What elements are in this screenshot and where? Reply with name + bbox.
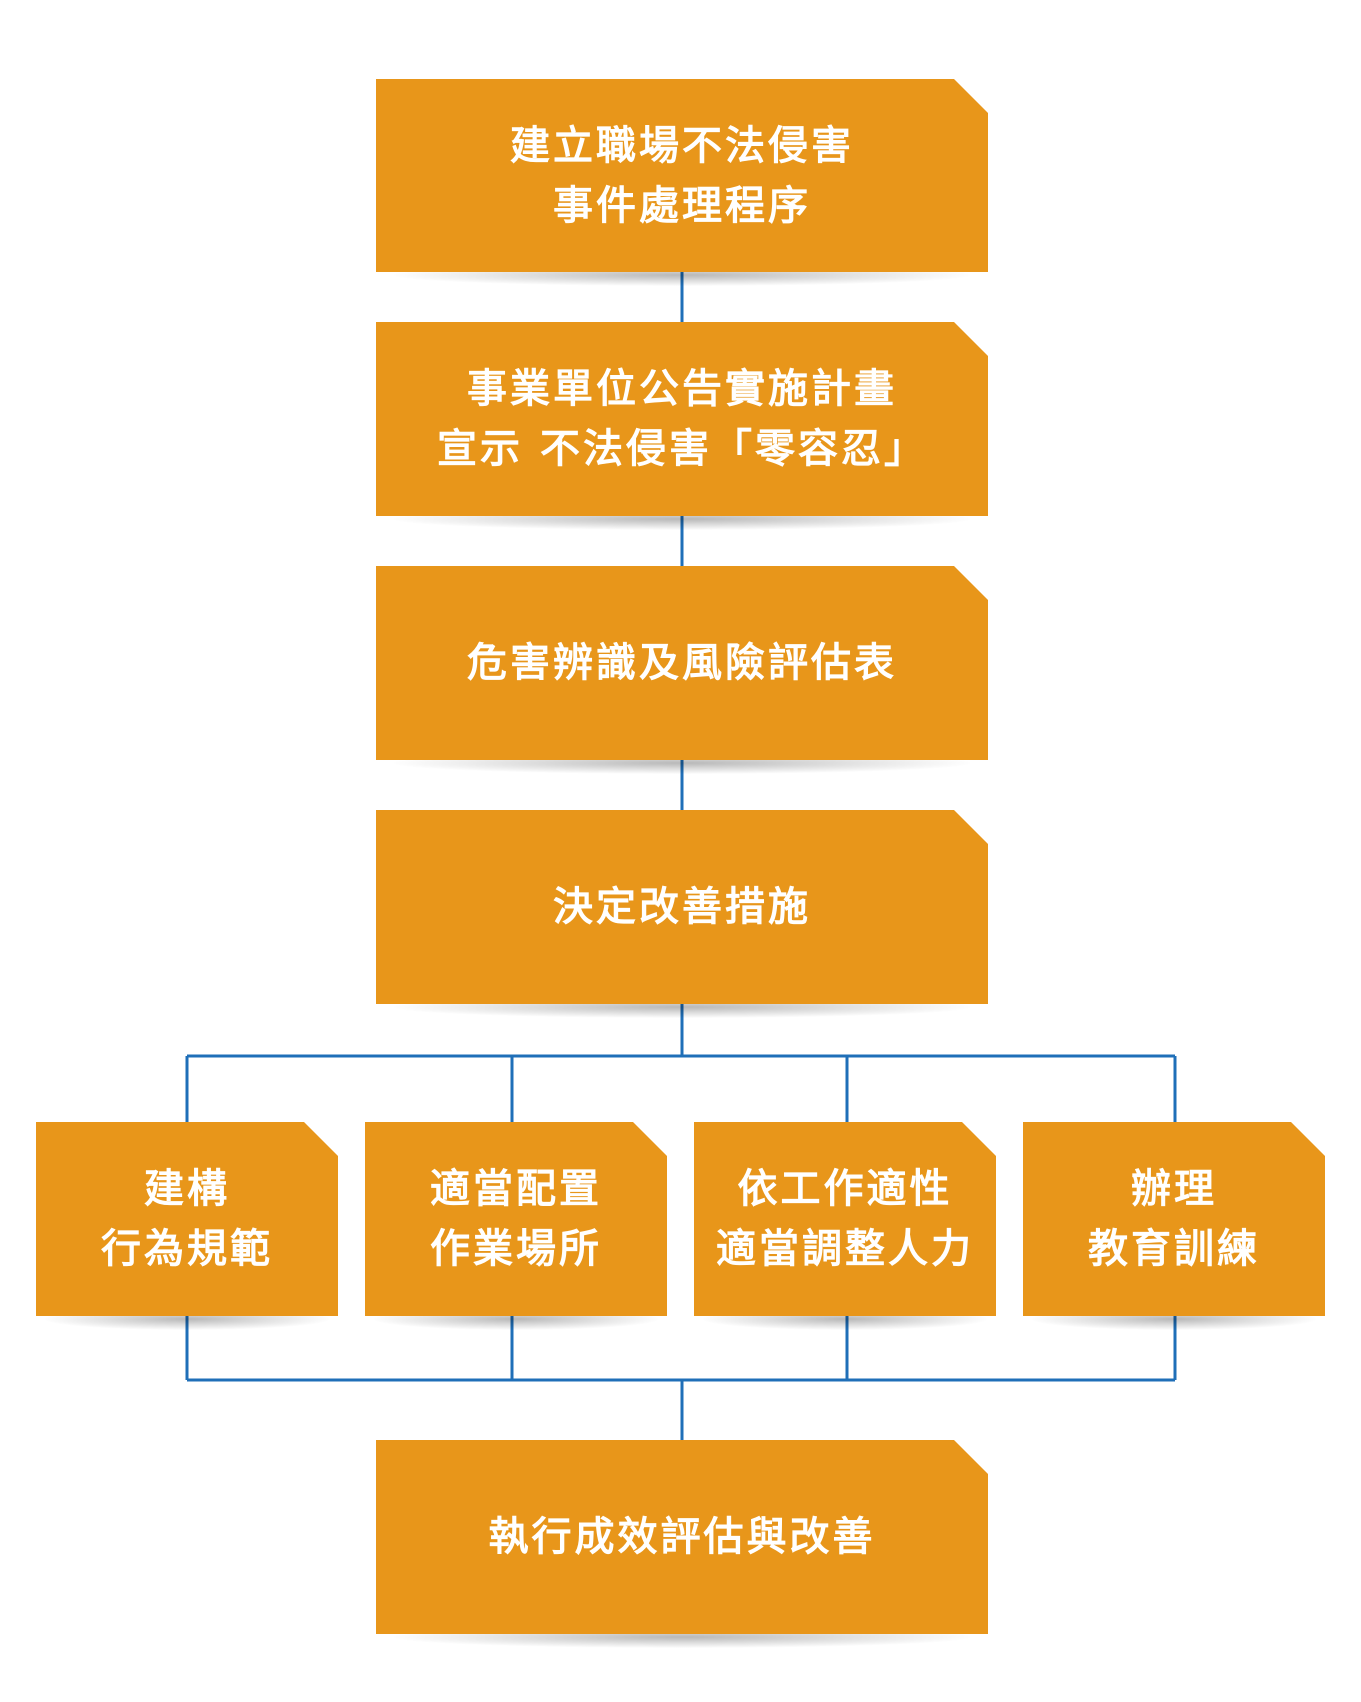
step-4-line-1: 決定改善措施 [553,884,811,930]
measure-4-box: 辦理 教育訓練 [1023,1122,1325,1316]
measure-1-node: 建構 行為規範 [36,1122,338,1330]
measure-3-node: 依工作適性 適當調整人力 [694,1122,996,1330]
step-4-node: 決定改善措施 [376,810,988,1018]
step-2-box: 事業單位公告實施計畫 宣示 不法侵害「零容忍」 [376,322,988,516]
measure-2-node: 適當配置 作業場所 [365,1122,667,1330]
final-node: 執行成效評估與改善 [376,1440,988,1648]
measure-4-line-1: 辦理 [1131,1166,1217,1212]
step-1-line-2: 事件處理程序 [553,182,811,229]
step-1-node: 建立職場不法侵害 事件處理程序 [376,79,988,286]
step-3-line-1: 危害辨識及風險評估表 [467,640,897,686]
step-2-line-1: 事業單位公告實施計畫 [467,366,897,412]
measure-1-line-1: 建構 [144,1166,230,1212]
measure-4-line-2: 教育訓練 [1088,1226,1260,1272]
final-box: 執行成效評估與改善 [376,1440,988,1634]
measure-1-box: 建構 行為規範 [36,1122,338,1316]
step-2-line-2: 宣示 不法侵害「零容忍」 [437,426,927,472]
step-1-line-1: 建立職場不法侵害 [510,122,854,169]
measure-2-line-1: 適當配置 [430,1166,602,1212]
measure-2-line-2: 作業場所 [430,1226,602,1272]
step-3-node: 危害辨識及風險評估表 [376,566,988,774]
final-line-1: 執行成效評估與改善 [488,1514,876,1560]
measure-3-box: 依工作適性 適當調整人力 [694,1122,996,1316]
measure-4-node: 辦理 教育訓練 [1023,1122,1325,1330]
measure-3-line-1: 依工作適性 [737,1166,953,1212]
measure-2-box: 適當配置 作業場所 [365,1122,667,1316]
measure-3-line-2: 適當調整人力 [716,1226,974,1272]
step-3-box: 危害辨識及風險評估表 [376,566,988,760]
step-1-box: 建立職場不法侵害 事件處理程序 [376,79,988,272]
step-4-box: 決定改善措施 [376,810,988,1004]
step-2-node: 事業單位公告實施計畫 宣示 不法侵害「零容忍」 [376,322,988,530]
measure-1-line-2: 行為規範 [101,1226,273,1272]
